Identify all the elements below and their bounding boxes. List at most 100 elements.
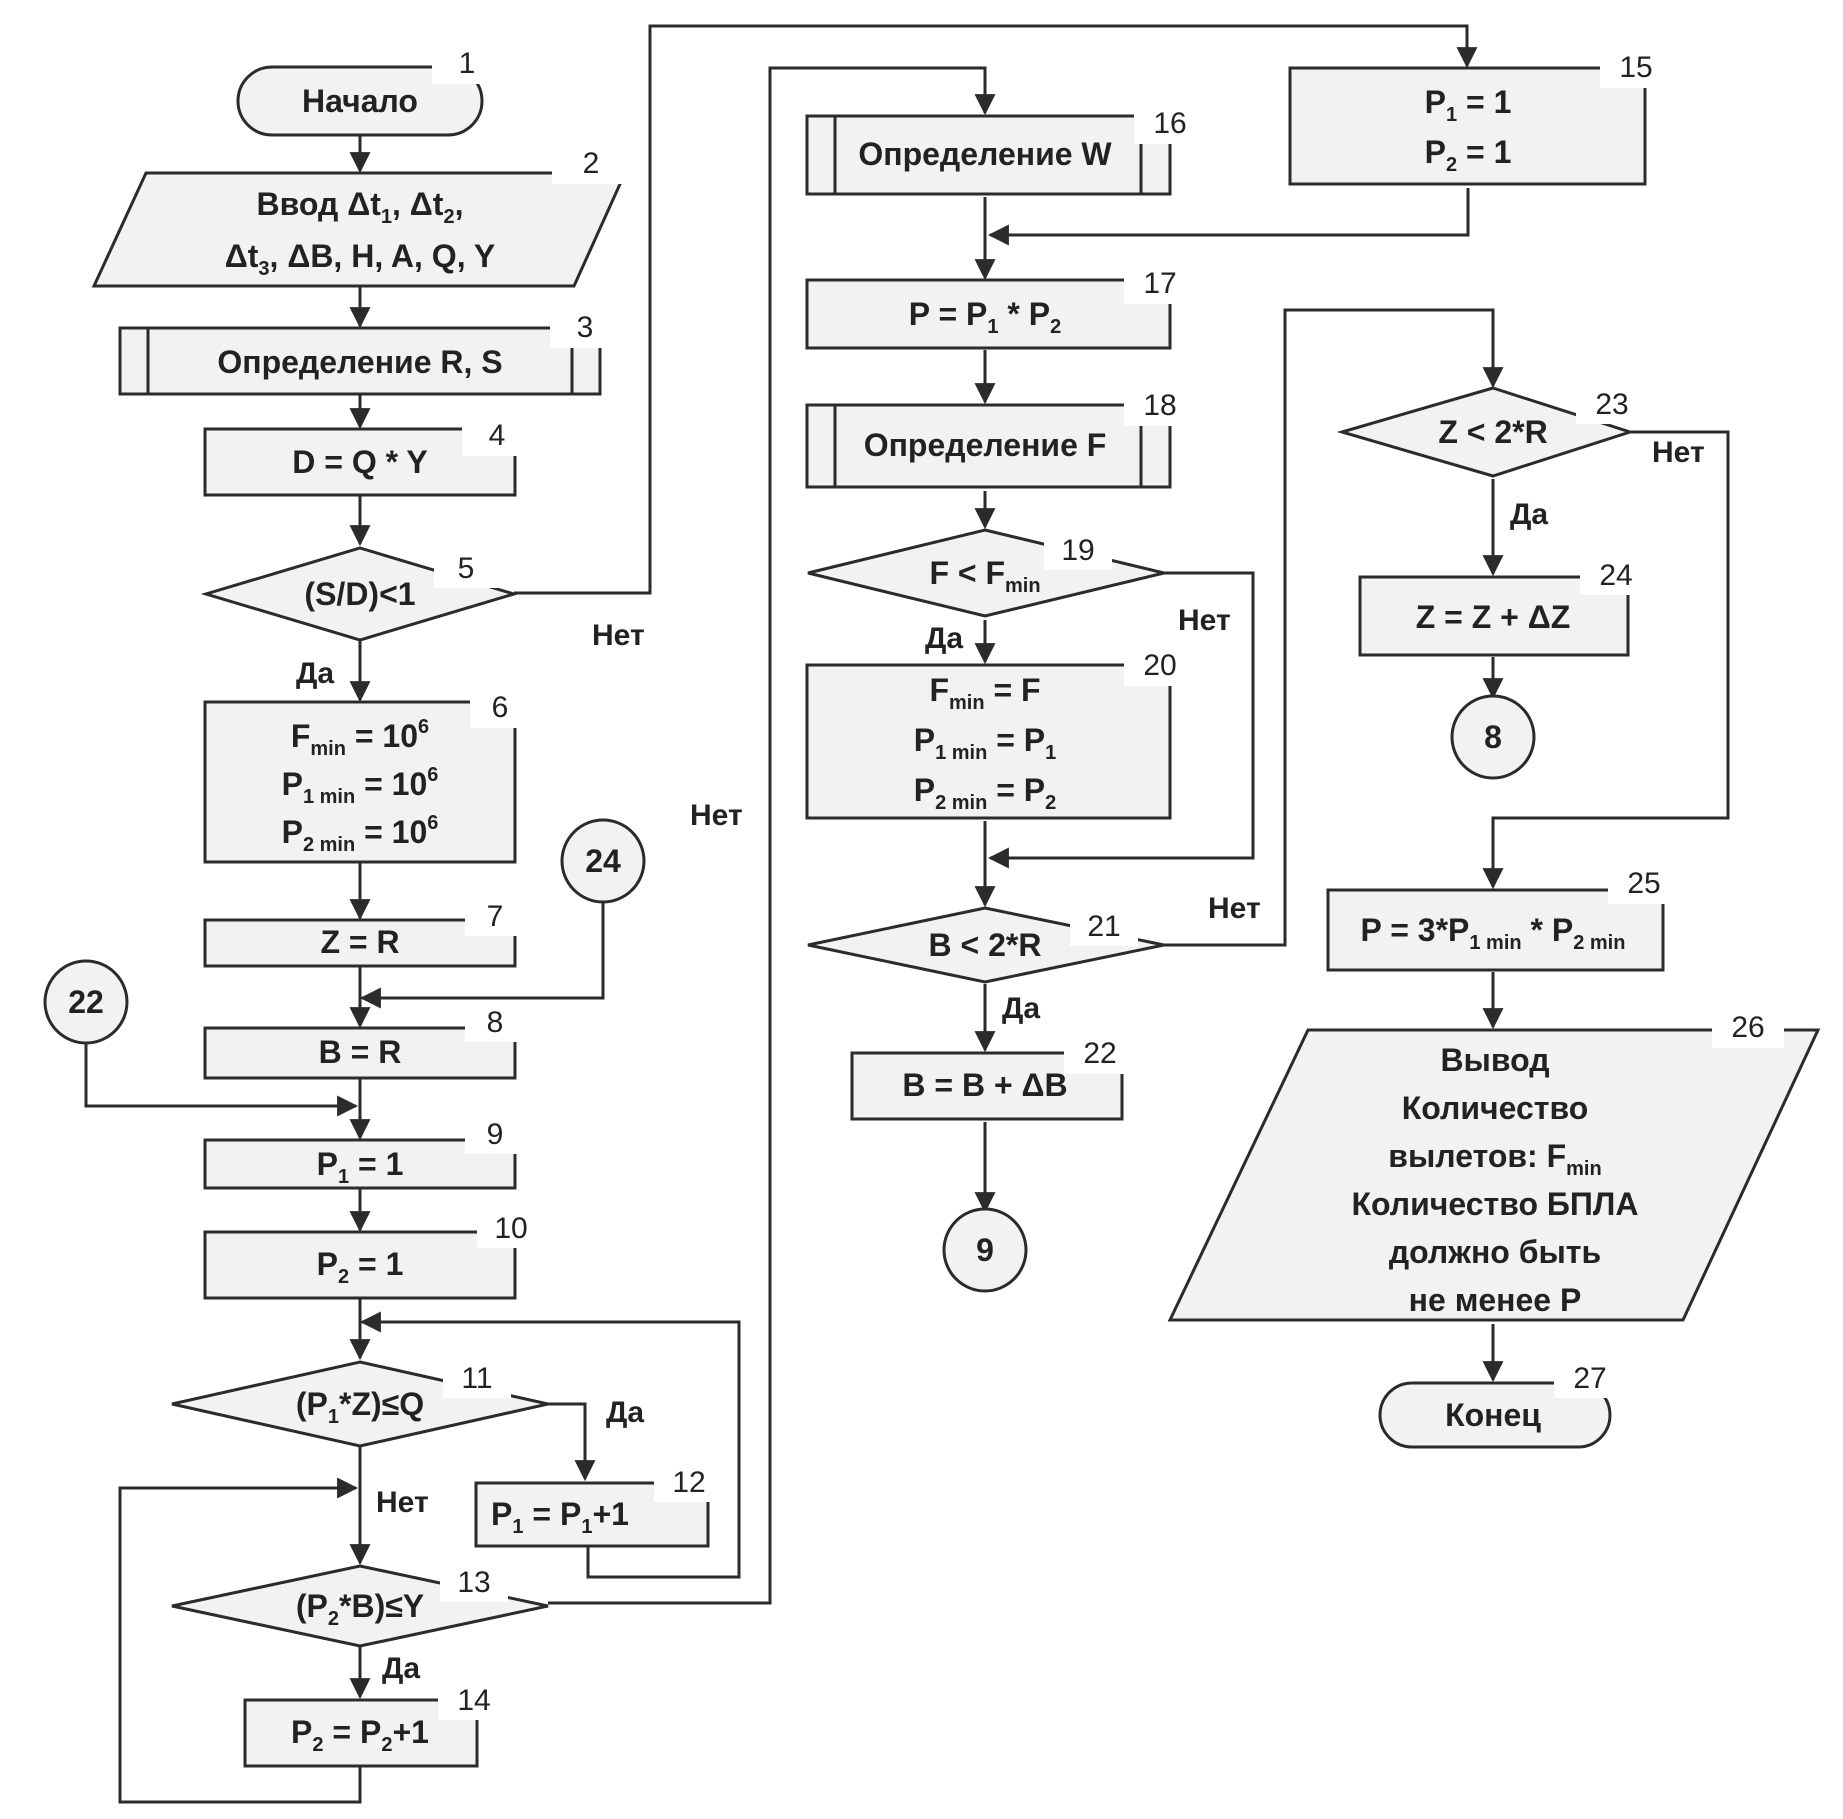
node-27-end: Конец 27	[1378, 1358, 1626, 1449]
node-19-decision: F < Fmin​19	[807, 528, 1165, 618]
edge-5-15	[514, 24, 1478, 595]
n13-label-line-1: (P2​*B)≤Y	[296, 1588, 424, 1630]
n1-label-line-1: Начало	[302, 83, 418, 119]
n14-step-number: 14	[457, 1684, 490, 1717]
n22-step-number: 22	[1083, 1037, 1116, 1070]
n2-step-number: 2	[583, 147, 600, 180]
node-10-process: P2​ = 110	[203, 1208, 545, 1300]
n8-label-line-1: B = R	[319, 1034, 402, 1070]
edge-11-12	[548, 1402, 596, 1482]
n13-step-number: 13	[457, 1566, 490, 1599]
n26-step-number: 26	[1731, 1011, 1764, 1044]
n2-label-line-1: Ввод Δt1​, Δt2​,	[257, 186, 464, 228]
n26-label-line-4: Количество БПЛА	[1352, 1186, 1639, 1222]
n20-step-number: 20	[1143, 649, 1176, 682]
branch-19-yes: Да	[925, 622, 963, 655]
n16-step-number: 16	[1153, 107, 1186, 140]
branch-11-no: Нет	[376, 1486, 429, 1519]
n15-label-line-2: P2​ = 1	[1425, 134, 1512, 176]
branch-labels: Нет Да Нет Да Нет Да Нет Да Нет Да Нет Д…	[296, 436, 1705, 1685]
n5-step-number: 5	[458, 552, 475, 585]
n16-label-line-1: Определение W	[858, 136, 1112, 172]
edge-23-25	[1482, 430, 1730, 890]
connector-22: 22	[43, 959, 129, 1045]
n23-label-line-1: Z < 2*R	[1438, 414, 1547, 450]
branch-13-yes: Да	[382, 1652, 420, 1685]
node-17-process: P = P1​ * P2​17	[805, 262, 1196, 350]
n20-label-line-1: Fmin​ = F	[929, 672, 1040, 714]
branch-13-no-upper: Нет	[690, 799, 743, 832]
edge-c24-8	[359, 902, 605, 1009]
n12-step-number: 12	[672, 1466, 705, 1499]
n26-label-line-3: вылетов: Fmin​	[1388, 1138, 1601, 1180]
n14-label-line-1: P2​ = P2​+1	[291, 1714, 429, 1756]
node-6-process: Fmin​ = 106​P1 min​ = 106​P2 min​ = 106​…	[203, 686, 530, 864]
n11-step-number: 11	[461, 1362, 492, 1395]
node-11-decision: (P1​*Z)≤Q11	[171, 1358, 549, 1448]
n6-label-line-2: P1 min​ = 106​	[282, 764, 439, 808]
node-5-decision: (S/D)<15	[200, 546, 520, 642]
n27-step-number: 27	[1573, 1362, 1606, 1395]
connector-24: 24	[560, 818, 646, 904]
node-21-decision: B < 2*R 21	[807, 906, 1165, 984]
n6-label-line-1: Fmin​ = 106​	[291, 716, 429, 760]
n4-step-number: 4	[489, 419, 506, 452]
n20-label-line-3: P2 min​ = P2​	[914, 772, 1057, 814]
n7-label-line-1: Z = R	[320, 924, 399, 960]
node-22-process: B = B + ΔB 22	[850, 1032, 1136, 1121]
edge-15-17	[987, 188, 1470, 246]
n24-step-number: 24	[1599, 559, 1632, 592]
n21-label-line-1: B < 2*R	[929, 927, 1042, 963]
connectors: 24 22 9 8	[43, 694, 1536, 1293]
node-9-process: P1​ = 19	[203, 1114, 525, 1190]
n3-label-line-1: Определение R, S	[217, 344, 502, 380]
node-7-process: Z = R7	[203, 896, 525, 968]
n12-label-line-1: P1​ = P1​+1	[491, 1496, 629, 1538]
flow-edges	[84, 24, 1730, 1804]
n21-step-number: 21	[1087, 910, 1120, 943]
node-20-process: Fmin​ = FP1 min​ = P1​P2 min​ = P2​20	[805, 644, 1196, 820]
n26-label-line-6: не менее P	[1409, 1282, 1582, 1318]
svg-text:22: 22	[68, 984, 104, 1020]
node-15-process: P1​ = 1 P2​ = 1 15	[1288, 46, 1672, 186]
n10-label-line-1: P2​ = 1	[317, 1246, 404, 1288]
node-18-process: Определение F 18	[805, 384, 1196, 489]
n18-label-line-1: Определение F	[864, 427, 1107, 463]
branch-21-yes: Да	[1002, 992, 1040, 1025]
node-25-process: P = 3*P1 min​ * P2 min​25	[1326, 862, 1680, 972]
node-12-process: P1​ = P1​+1 12	[474, 1462, 724, 1548]
branch-5-yes: Да	[296, 657, 334, 690]
n19-label-line-1: F < Fmin​	[929, 555, 1040, 597]
n3-step-number: 3	[577, 311, 594, 344]
node-3-process: Определение R, S 3	[118, 306, 620, 396]
n25-label-line-1: P = 3*P1 min​ * P2 min​	[1361, 912, 1626, 954]
connector-8: 8	[1450, 694, 1536, 780]
n27-label-line-1: Конец	[1445, 1397, 1541, 1433]
n22-label-line-1: B = B + ΔB	[902, 1067, 1067, 1103]
branch-11-yes: Да	[606, 1396, 644, 1429]
n9-step-number: 9	[487, 1118, 504, 1151]
n8-step-number: 8	[487, 1006, 504, 1039]
n18-step-number: 18	[1143, 389, 1176, 422]
edge-21-23	[1164, 308, 1504, 947]
branch-5-no: Нет	[592, 619, 645, 652]
n17-step-number: 17	[1143, 267, 1176, 300]
n26-label-line-2: Количество	[1402, 1090, 1589, 1126]
connector-9: 9	[942, 1207, 1028, 1293]
n2-label-line-2: Δt3​, ΔB, H, A, Q, Y	[225, 238, 495, 280]
branch-23-yes: Да	[1510, 498, 1548, 531]
svg-text:9: 9	[976, 1232, 994, 1268]
node-2-input: Ввод Δt1​, Δt2​, Δt3​, ΔB, H, A, Q, Y 2	[91, 142, 630, 288]
edge-13-16	[548, 66, 996, 1605]
n6-label-line-3: P2 min​ = 106​	[282, 812, 439, 856]
edge-14-13	[118, 1477, 362, 1804]
n15-label-line-1: P1​ = 1	[1425, 84, 1512, 126]
n15-step-number: 15	[1619, 51, 1652, 84]
n25-step-number: 25	[1627, 867, 1660, 900]
n4-label-line-1: D = Q * Y	[292, 444, 427, 480]
